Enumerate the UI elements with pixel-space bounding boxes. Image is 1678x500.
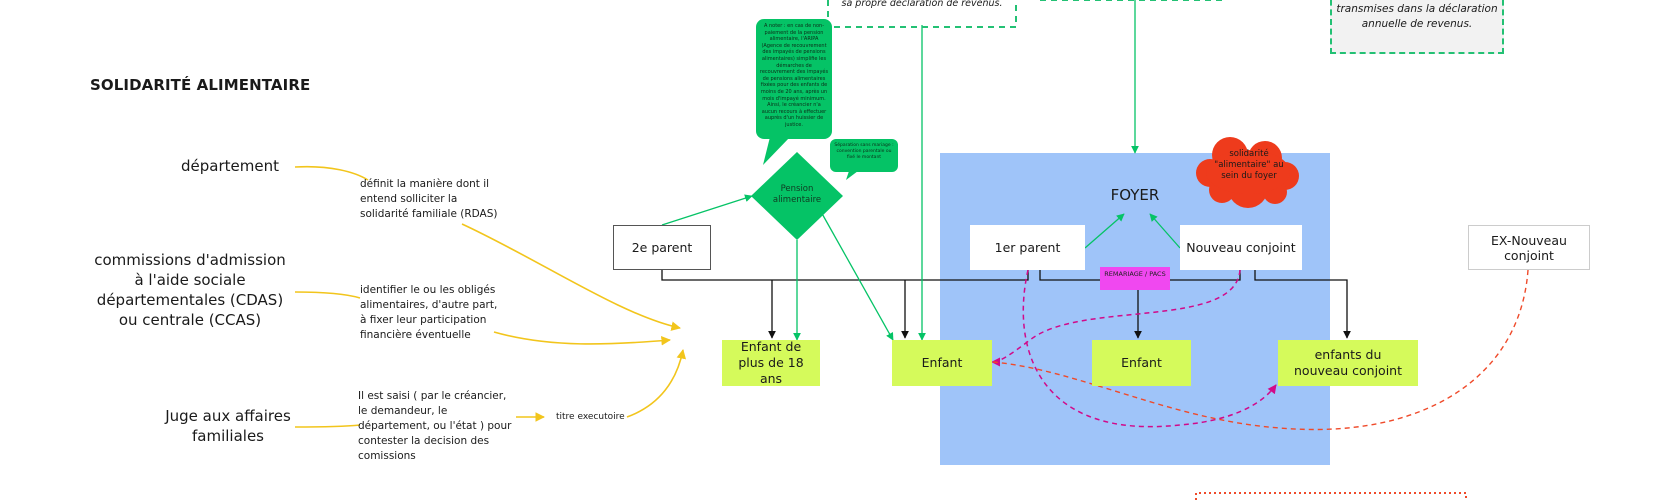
note-commissions: identifier le ou les obligés alimentaire… [360,284,498,341]
new-spouse-box: Nouveau conjoint [1180,225,1302,270]
foyer-area [940,153,1330,465]
top-card-right: transmises dans la déclaration annuelle … [1330,0,1504,54]
second-parent-box: 2e parent [613,225,711,270]
yellow-arrows [294,165,687,428]
actor-departement: département [181,157,279,175]
pension-callout: A noter : en cas de non-paiement de la p… [756,19,832,139]
separation-callout: Séparation sans mariage : convention par… [830,139,898,172]
green-lines [661,0,1181,341]
note-titre-executoire: titre executoire [556,412,625,422]
ex-new-spouse-box: EX-Nouveau conjoint [1468,225,1590,270]
child-box-b: Enfant [1092,340,1191,386]
foyer-title: FOYER [1110,186,1160,204]
remariage-tag: REMARIAGE / PACS [1100,267,1170,290]
top-card-right-text: transmises dans la déclaration annuelle … [1336,3,1498,30]
adult-child-box: Enfant de plus de 18 ans [722,339,820,386]
actor-commissions: commissions d'admission à l'aide sociale… [94,251,286,329]
cloud-label: solidarité "alimentaire" au sein du foye… [1214,149,1284,181]
spouse-children-box: enfants du nouveau conjoint [1278,340,1418,386]
pension-diamond-shape [751,152,843,240]
solidarity-cloud-icon [1196,137,1299,208]
note-juge: Il est saisi ( par le créancier, le dema… [358,390,512,462]
magenta-curves [991,269,1277,428]
note-departement: définit la manière dont il entend sollic… [360,178,498,220]
family-lines [661,270,1351,339]
actor-juge: Juge aux affaires familiales [165,407,291,445]
child-box-a: Enfant [892,340,992,386]
top-card-left: sa propre déclaration de revenus. [841,0,1003,9]
section-title: SOLIDARITÉ ALIMENTAIRE [90,76,311,94]
first-parent-box: 1er parent [970,225,1085,270]
pension-diamond-label: Pension alimentaire [772,184,822,205]
